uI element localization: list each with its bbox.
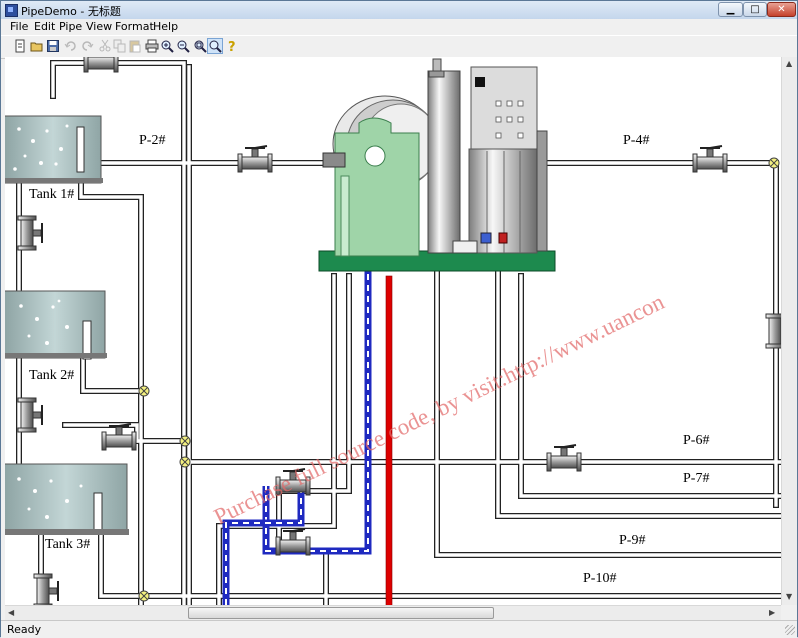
valve-p4[interactable] (692, 145, 728, 173)
label-p4: P-4# (623, 133, 650, 148)
label-tank3: Tank 3# (45, 537, 91, 552)
valve-p6[interactable] (546, 444, 582, 472)
junction-tank2 (138, 385, 150, 397)
save-icon[interactable] (46, 39, 60, 53)
zoom-in-icon[interactable] (160, 39, 174, 53)
blue-flow-pipe (222, 186, 372, 605)
paste-icon[interactable] (128, 39, 142, 53)
column-tank (427, 70, 461, 254)
menu-format[interactable]: Format (115, 20, 154, 33)
title-bar[interactable]: PipeDemo - 无标题 ▁ □ ✕ (1, 1, 797, 20)
label-p2: P-2# (139, 133, 166, 148)
scroll-left-icon[interactable]: ◀ (8, 608, 15, 617)
svg-text:?: ? (228, 40, 236, 53)
menu-file[interactable]: File (10, 20, 29, 33)
close-icon: ✕ (777, 4, 786, 15)
tank-1[interactable] (5, 115, 103, 184)
resize-grip-icon[interactable] (785, 625, 795, 635)
scroll-down-icon[interactable]: ▼ (786, 592, 793, 601)
zoom-out-icon[interactable] (176, 39, 190, 53)
machine-housing (334, 117, 420, 257)
status-bar: Ready (1, 620, 797, 638)
new-icon[interactable] (13, 39, 27, 53)
valve-tank1-outlet[interactable] (17, 215, 43, 251)
redo-icon[interactable] (80, 39, 94, 53)
junction-p6 (179, 456, 191, 468)
menu-view[interactable]: View (86, 20, 113, 33)
menu-pipe[interactable]: Pipe (59, 20, 83, 33)
junction-feed (179, 435, 191, 447)
process-machine[interactable] (318, 58, 556, 272)
vertical-scrollbar[interactable]: ▲ ▼ (781, 57, 797, 605)
junction-p10 (138, 590, 150, 602)
tank-2[interactable] (5, 290, 107, 360)
label-p9: P-9# (619, 533, 646, 548)
maximize-icon: □ (750, 4, 760, 15)
label-p10: P-10# (583, 571, 617, 586)
menu-help[interactable]: Help (153, 20, 179, 33)
motor-coupling (322, 152, 346, 168)
app-icon (5, 4, 18, 17)
print-icon[interactable] (145, 39, 159, 53)
valve-p2[interactable] (237, 145, 273, 173)
help-icon[interactable]: ? (225, 39, 239, 53)
tank-3[interactable] (5, 463, 129, 535)
window-title: PipeDemo - 无标题 (21, 5, 121, 18)
menu-edit[interactable]: Edit (34, 20, 56, 33)
valve-p4-riser[interactable] (765, 313, 781, 349)
close-button[interactable]: ✕ (767, 2, 796, 17)
junction-p4 (768, 157, 780, 169)
label-p7: P-7# (683, 471, 710, 486)
open-icon[interactable] (30, 39, 44, 53)
valve-tank2-outlet[interactable] (17, 397, 43, 433)
zoom-fit-icon[interactable] (193, 39, 207, 53)
label-tank1: Tank 1# (29, 187, 75, 202)
minimize-button[interactable]: ▁ (718, 2, 743, 17)
valve-tank3-outlet[interactable] (33, 573, 59, 605)
scroll-up-icon[interactable]: ▲ (786, 59, 793, 68)
red-flow-pipe (385, 275, 393, 605)
horizontal-scrollbar[interactable]: ◀ ▶ (5, 605, 781, 621)
menu-bar: File Edit Pipe View Format Help (1, 19, 797, 35)
pipe-diagram-canvas[interactable]: P-2# P-4# P-6# P-7# P-9# P-10# Tank 1# T… (5, 57, 781, 605)
maximize-button[interactable]: □ (743, 2, 767, 17)
pipe-diagram (5, 57, 781, 605)
valve-top[interactable] (83, 57, 119, 73)
horizontal-scroll-thumb[interactable] (188, 607, 494, 619)
zoom-select-icon[interactable] (207, 38, 223, 54)
copy-icon[interactable] (113, 39, 127, 53)
tank-bubbles (13, 104, 83, 519)
status-text: Ready (7, 623, 42, 636)
label-tank2: Tank 2# (29, 368, 75, 383)
minimize-icon: ▁ (726, 4, 735, 15)
undo-icon[interactable] (64, 39, 78, 53)
label-p6: P-6# (683, 433, 710, 448)
scroll-right-icon[interactable]: ▶ (769, 608, 776, 617)
cut-icon[interactable] (98, 39, 112, 53)
toolbar: ? (1, 35, 797, 59)
